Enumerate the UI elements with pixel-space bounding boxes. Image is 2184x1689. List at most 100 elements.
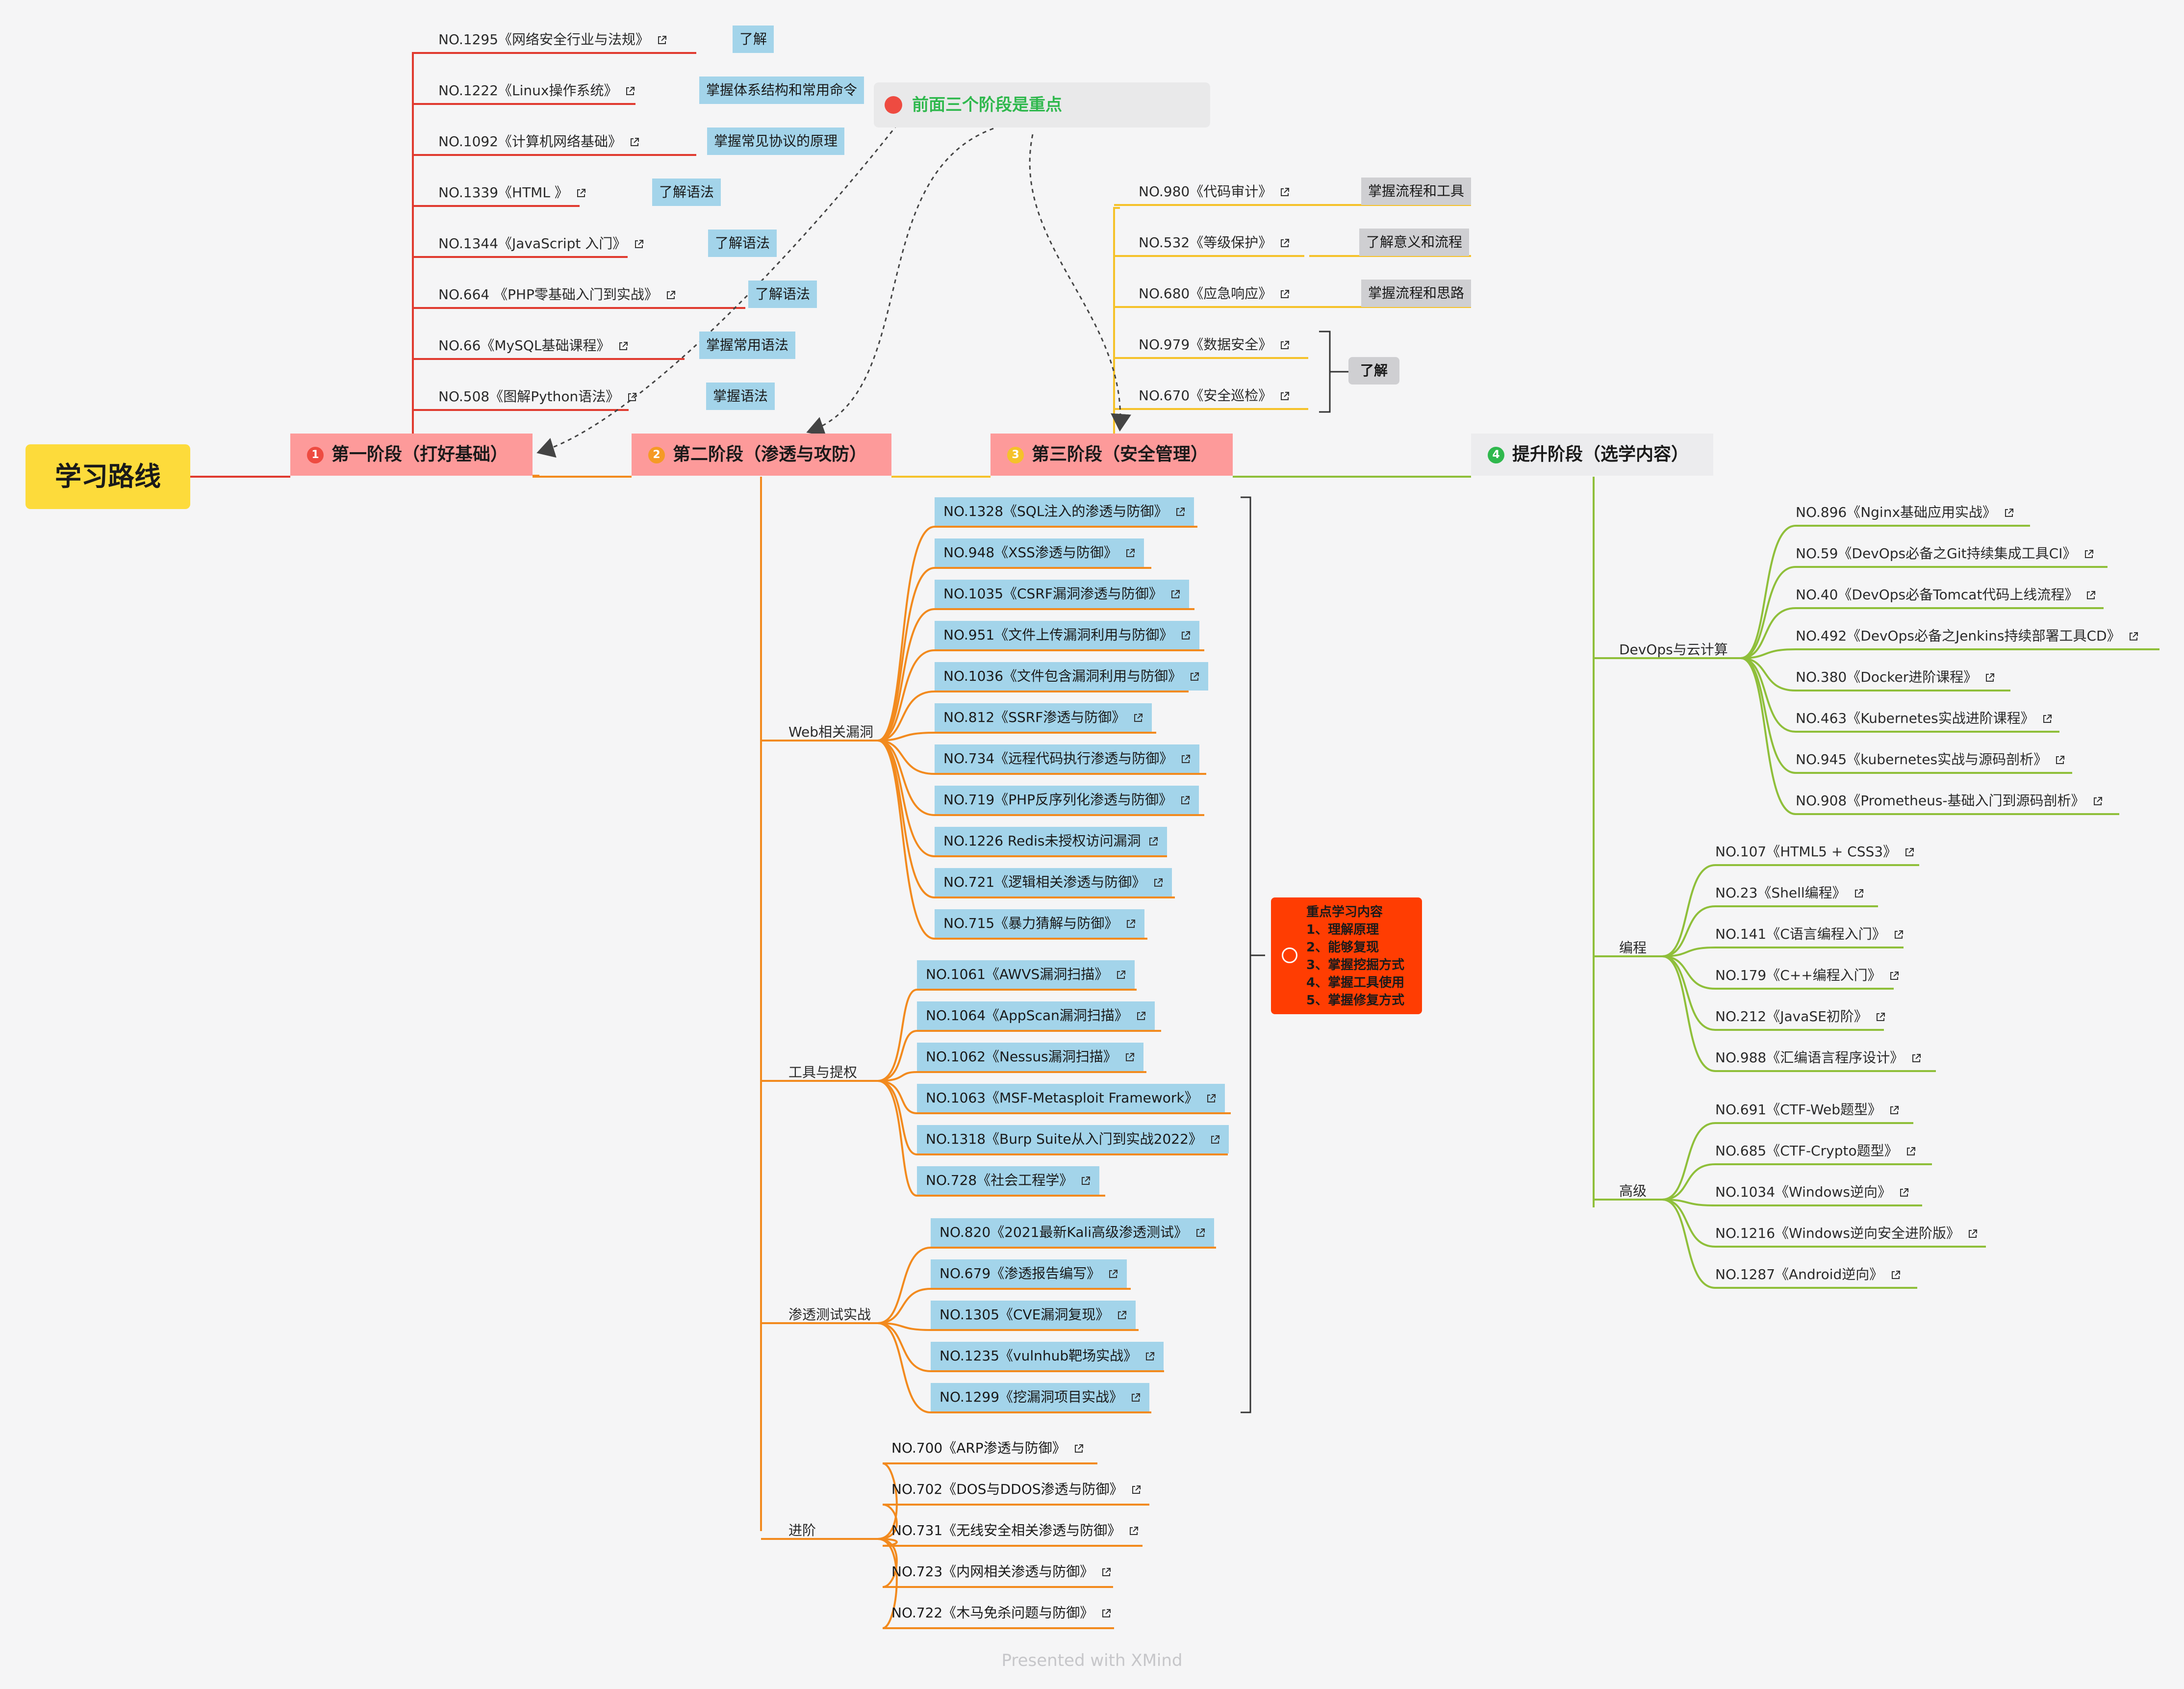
external-link-icon[interactable] [1153, 878, 1163, 888]
stage4-course-item[interactable]: NO.691《CTF-Web题型》 [1715, 1101, 1899, 1118]
external-link-icon[interactable] [1181, 754, 1191, 764]
stage1-course-item[interactable]: NO.1295《网络安全行业与法规》 [438, 31, 667, 48]
external-link-icon[interactable] [625, 86, 635, 96]
stage4-course-item[interactable]: NO.988《汇编语言程序设计》 [1715, 1049, 1921, 1066]
external-link-icon[interactable] [1891, 1270, 1901, 1280]
external-link-icon[interactable] [1133, 713, 1143, 723]
external-link-icon[interactable] [1101, 1567, 1111, 1577]
stage2-course-item[interactable]: NO.715《暴力猜解与防御》 [935, 909, 1145, 938]
summary-tag[interactable]: 了解 [1348, 357, 1399, 384]
stage2-course-item[interactable]: NO.948《XSS渗透与防御》 [935, 538, 1144, 567]
external-link-icon[interactable] [2042, 714, 2052, 724]
stage1-course-item[interactable]: NO.66《MySQL基础课程》 [438, 337, 628, 354]
root-topic[interactable]: 学习路线 [25, 444, 190, 509]
stage2-course-item[interactable]: NO.728《社会工程学》 [917, 1166, 1100, 1195]
external-link-icon[interactable] [1108, 1269, 1118, 1279]
stage2-course-item[interactable]: NO.734《远程代码执行渗透与防御》 [935, 744, 1200, 773]
stage2-course-item[interactable]: NO.722《木马免杀问题与防御》 [883, 1599, 1120, 1627]
stage4-course-item[interactable]: NO.1287《Android逆向》 [1715, 1266, 1901, 1283]
external-link-icon[interactable] [1131, 1485, 1141, 1495]
stage4-course-item[interactable]: NO.107《HTML5 + CSS3》 [1715, 844, 1914, 860]
stage4-course-item[interactable]: NO.685《CTF-Crypto题型》 [1715, 1143, 1916, 1159]
stage3-course-item[interactable]: NO.979《数据安全》 [1139, 336, 1290, 353]
stage4-course-item[interactable]: NO.945《kubernetes实战与源码剖析》 [1796, 751, 2065, 768]
external-link-icon[interactable] [1876, 1012, 1885, 1022]
stage2-course-item[interactable]: NO.1062《Nessus漏洞扫描》 [917, 1043, 1143, 1071]
external-link-icon[interactable] [1126, 919, 1136, 929]
external-link-icon[interactable] [1180, 795, 1190, 805]
external-link-icon[interactable] [1854, 889, 1864, 898]
stage1-course-item[interactable]: NO.1339《HTML 》 [438, 184, 586, 201]
stage4-course-item[interactable]: NO.141《C语言编程入门》 [1715, 926, 1904, 943]
stage2-course-item[interactable]: NO.679《渗透报告编写》 [931, 1259, 1127, 1288]
stage4-course-item[interactable]: NO.896《Nginx基础应用实战》 [1796, 504, 2014, 521]
stage2-course-item[interactable]: NO.1299《挖漏洞项目实战》 [931, 1383, 1150, 1411]
stage2-course-item[interactable]: NO.731《无线安全相关渗透与防御》 [883, 1516, 1147, 1545]
external-link-icon[interactable] [2129, 632, 2138, 641]
external-link-icon[interactable] [630, 137, 639, 147]
stage2-course-item[interactable]: NO.951《文件上传漏洞利用与防御》 [935, 621, 1200, 649]
external-link-icon[interactable] [1181, 631, 1191, 640]
external-link-icon[interactable] [1280, 391, 1290, 401]
external-link-icon[interactable] [1985, 673, 1995, 683]
stage2-course-item[interactable]: NO.1328《SQL注入的渗透与防御》 [935, 497, 1194, 526]
external-link-icon[interactable] [1131, 1393, 1141, 1403]
external-link-icon[interactable] [2086, 590, 2096, 600]
stage4-group-label[interactable]: 高级 [1619, 1183, 1647, 1199]
external-link-icon[interactable] [1116, 970, 1126, 980]
external-link-icon[interactable] [627, 392, 637, 402]
external-link-icon[interactable] [1899, 1188, 1909, 1198]
stage1-course-item[interactable]: NO.664 《PHP零基础入门到实战》 [438, 286, 676, 303]
external-link-icon[interactable] [1145, 1352, 1155, 1361]
stage2-course-item[interactable]: NO.702《DOS与DDOS渗透与防御》 [883, 1475, 1150, 1504]
external-link-icon[interactable] [1968, 1229, 1978, 1239]
external-link-icon[interactable] [1905, 847, 1914, 857]
stage4-course-item[interactable]: NO.59《DevOps必备之Git持续集成工具CI》 [1796, 545, 2094, 562]
stage2-group-label[interactable]: 进阶 [788, 1522, 816, 1538]
external-link-icon[interactable] [1280, 289, 1290, 299]
external-link-icon[interactable] [1206, 1094, 1216, 1103]
external-link-icon[interactable] [1280, 340, 1290, 350]
stage4-course-item[interactable]: NO.492《DevOps必备之Jenkins持续部署工具CD》 [1796, 628, 2138, 644]
external-link-icon[interactable] [1148, 837, 1158, 846]
stage1-course-item[interactable]: NO.1092《计算机网络基础》 [438, 133, 639, 150]
external-link-icon[interactable] [1911, 1053, 1921, 1063]
stage2-course-item[interactable]: NO.1318《Burp Suite从入门到实战2022》 [917, 1125, 1229, 1153]
stage3-course-item[interactable]: NO.532《等级保护》 [1139, 234, 1290, 251]
external-link-icon[interactable] [1280, 238, 1290, 248]
stage1-course-item[interactable]: NO.1344《JavaScript 入门》 [438, 235, 644, 252]
external-link-icon[interactable] [1190, 672, 1199, 682]
stage1-course-item[interactable]: NO.508《图解Python语法》 [438, 388, 637, 405]
external-link-icon[interactable] [1081, 1176, 1091, 1186]
stage3-course-item[interactable]: NO.980《代码审计》 [1139, 183, 1290, 200]
stage4-course-item[interactable]: NO.463《Kubernetes实战进阶课程》 [1796, 710, 2052, 727]
stage4-group-label[interactable]: DevOps与云计算 [1619, 641, 1728, 658]
stage2-course-item[interactable]: NO.700《ARP渗透与防御》 [883, 1434, 1092, 1462]
external-link-icon[interactable] [634, 239, 644, 249]
external-link-icon[interactable] [1889, 971, 1899, 981]
external-link-icon[interactable] [1894, 930, 1904, 940]
stage4-course-item[interactable]: NO.380《Docker进阶课程》 [1796, 669, 1995, 686]
external-link-icon[interactable] [1129, 1526, 1139, 1536]
stage4-course-item[interactable]: NO.212《JavaSE初阶》 [1715, 1008, 1885, 1025]
stage4-course-item[interactable]: NO.1034《Windows逆向》 [1715, 1184, 1909, 1201]
stage2-group-label[interactable]: 工具与提权 [788, 1064, 858, 1080]
stage2-group-label[interactable]: Web相关漏洞 [788, 724, 874, 740]
external-link-icon[interactable] [1195, 1228, 1205, 1238]
stage2-course-item[interactable]: NO.721《逻辑相关渗透与防御》 [935, 868, 1172, 896]
external-link-icon[interactable] [1906, 1147, 1916, 1156]
stage2-course-item[interactable]: NO.1226 Redis未授权访问漏洞 [935, 827, 1168, 855]
external-link-icon[interactable] [1175, 507, 1185, 517]
stage1-course-item[interactable]: NO.1222《Linux操作系统》 [438, 82, 635, 99]
external-link-icon[interactable] [1889, 1105, 1899, 1115]
stage2-course-item[interactable]: NO.719《PHP反序列化渗透与防御》 [935, 786, 1199, 814]
external-link-icon[interactable] [657, 35, 667, 45]
external-link-icon[interactable] [576, 188, 586, 198]
stage4-course-item[interactable]: NO.179《C++编程入门》 [1715, 967, 1899, 984]
external-link-icon[interactable] [1136, 1011, 1146, 1021]
stage2-course-item[interactable]: NO.1061《AWVS漏洞扫描》 [917, 960, 1135, 989]
